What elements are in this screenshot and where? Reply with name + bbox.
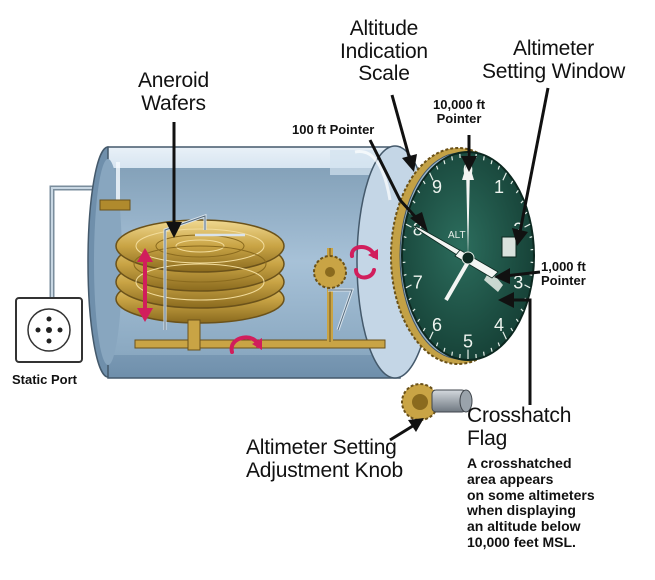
aneroid-wafers-label: Aneroid Wafers [138, 69, 209, 115]
pointer-10000ft-label: 10,000 ft Pointer [433, 97, 486, 127]
dial-numeral-4: 4 [494, 315, 504, 335]
adjustment-knob-label: Altimeter Setting Adjustment Knob [246, 436, 403, 482]
dial-tick [403, 236, 407, 239]
dial-tick [422, 180, 426, 185]
dial-tick [408, 297, 412, 301]
dial-tick [510, 180, 514, 185]
dial-numeral-7: 7 [413, 272, 423, 292]
movement-arrows [137, 245, 378, 354]
dial-tick [405, 284, 412, 289]
dial-tick [524, 284, 531, 289]
dial-tick [429, 331, 434, 340]
pointer-100ft-label: 100 ft Pointer [292, 122, 375, 137]
crosshatch-flag-label: Crosshatch Flag [467, 404, 572, 450]
dial-numeral-5: 5 [463, 331, 473, 351]
setting-window-label: Altimeter Setting Window [482, 37, 626, 83]
dial-tick [435, 342, 439, 347]
altitude-scale-label: Altitude Indication Scale [340, 17, 428, 86]
dial-tick [412, 200, 416, 204]
dial-tick [515, 318, 519, 322]
dial-numeral-6: 6 [432, 315, 442, 335]
dial-tick [497, 165, 501, 170]
dial-tick [451, 351, 453, 356]
dial-numeral-3: 3 [513, 272, 523, 292]
dial-tick [417, 190, 421, 194]
dial-center-text: ALT [448, 230, 466, 241]
dial-tick [422, 327, 426, 332]
dial-tick [524, 223, 531, 228]
altimeter-setting-window [501, 236, 517, 258]
dial-tick [443, 347, 446, 352]
dial-tick [412, 308, 416, 312]
pointer-1000ft-label: 1,000 ft Pointer [541, 259, 586, 289]
dial-tick [443, 160, 446, 165]
dial-tick [403, 273, 407, 276]
crosshatch-note: A crosshatched area appears on some alti… [467, 455, 595, 551]
dial-tick [483, 156, 485, 161]
dial-tick [529, 236, 533, 239]
dial-tick [490, 160, 493, 165]
dial-tick [483, 351, 485, 356]
static-port-label: Static Port [12, 372, 78, 387]
dial-tick [497, 342, 501, 347]
dial-tick [490, 347, 493, 352]
leader-lines [166, 87, 550, 442]
dial-tick [520, 308, 524, 312]
dial-tick [502, 172, 507, 181]
static-port [15, 297, 83, 363]
dial-tick [510, 327, 514, 332]
dial-tick [515, 190, 519, 194]
adjustment-knob [401, 383, 473, 421]
dial-tick [429, 172, 434, 181]
dial-tick [520, 200, 524, 204]
pointer-10000ft [466, 168, 470, 258]
dial-tick [417, 318, 421, 322]
dial-numeral-9: 9 [432, 177, 442, 197]
dial-tick [435, 165, 439, 170]
dial-tick [502, 331, 507, 340]
dial-tick [405, 223, 412, 228]
dial-numeral-1: 1 [494, 177, 504, 197]
aneroid-wafers [115, 213, 285, 330]
dial-tick [451, 156, 453, 161]
